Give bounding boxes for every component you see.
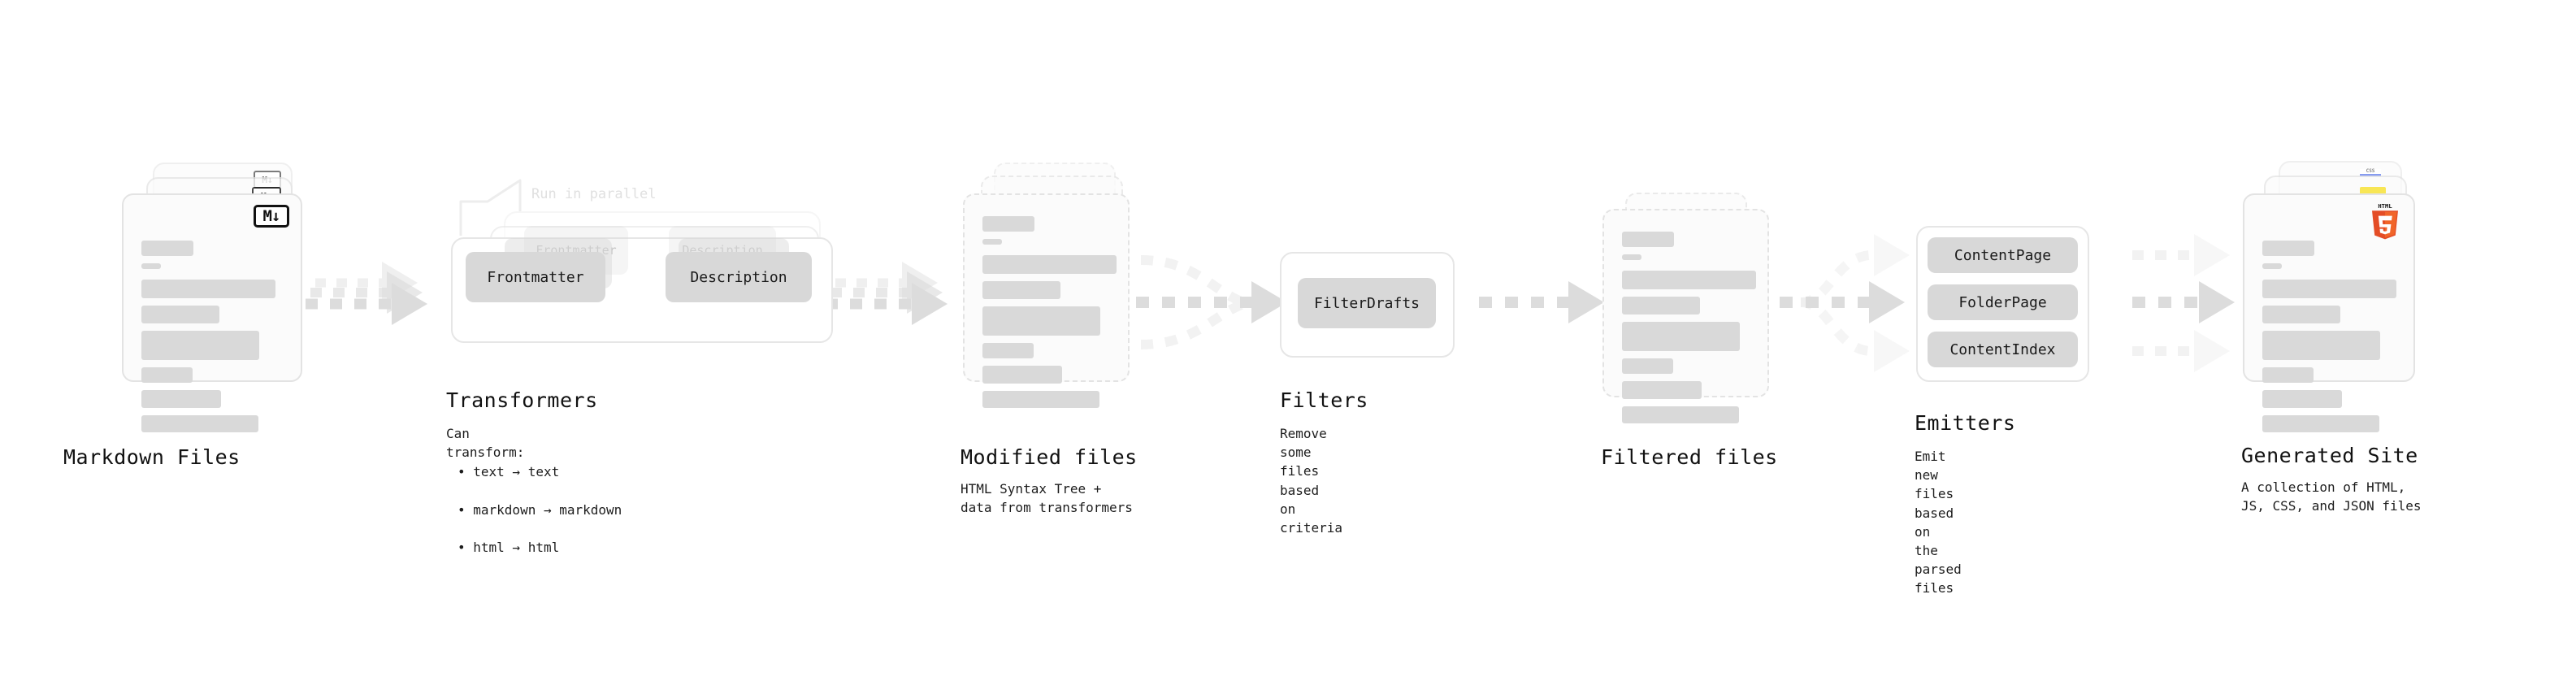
generated-site-stack: CSS HTML	[2243, 161, 2454, 432]
arrow-modified-to-filters-main	[1136, 281, 1287, 323]
filtered-skeleton-lines	[1622, 232, 1756, 431]
arrow-filtered-to-emitters-top	[1800, 234, 1910, 307]
arrow-transformers-to-modified-3	[826, 283, 948, 325]
stage-modified-files: Modified files HTML Syntax Tree + data f…	[961, 163, 1150, 515]
markdown-skeleton-lines	[141, 241, 284, 440]
stage-generated-site: CSS HTML	[2241, 161, 2454, 514]
markdown-file-front: M↓	[122, 193, 302, 432]
chip-contentindex[interactable]: ContentIndex	[1928, 332, 2078, 367]
arrow-filtered-to-emitters-main	[1780, 281, 1905, 323]
stage-title-filters: Filters	[1280, 388, 1368, 412]
generated-file-front: HTML	[2243, 193, 2415, 432]
stage-subtitle-modified-files: HTML Syntax Tree + data from transformer…	[961, 481, 1133, 516]
stage-title-transformers: Transformers	[446, 388, 598, 412]
stage-title-markdown-files: Markdown Files	[63, 445, 241, 469]
stage-subtitle-filters: Remove some files based on criteria	[1280, 426, 1343, 536]
stage-subtitle-emitters: Emit new files based on the parsed files	[1915, 449, 1962, 596]
run-in-parallel-label: Run in parallel	[531, 186, 657, 202]
css-badge: CSS	[2360, 169, 2381, 176]
arrow-transformers-to-modified	[835, 262, 938, 304]
stage-title-filtered-files: Filtered files	[1601, 445, 1778, 469]
arrow-transformers-to-modified-2	[830, 271, 943, 314]
modified-file-stack	[963, 163, 1150, 431]
transformers-bullet-list: • text → text • markdown → markdown • ht…	[458, 444, 622, 575]
transformer-bullet-text: • text → text	[458, 464, 560, 480]
svg-text:HTML: HTML	[2378, 202, 2392, 210]
chip-description[interactable]: Description	[666, 252, 812, 302]
stage-subtitle-generated-site: A collection of HTML, JS, CSS, and JSON …	[2241, 479, 2422, 514]
arrow-filtered-to-emitters-bottom	[1800, 297, 1910, 372]
chip-frontmatter[interactable]: Frontmatter	[466, 252, 605, 302]
css-badge-underline	[2360, 174, 2381, 176]
markdown-badge: M↓	[254, 205, 289, 228]
filtered-file-stack	[1602, 175, 1789, 443]
chip-filterdrafts[interactable]: FilterDrafts	[1298, 278, 1436, 328]
transformer-bullet-markdown: • markdown → markdown	[458, 501, 622, 518]
modified-file-front	[963, 193, 1130, 408]
filtered-file-front	[1602, 209, 1769, 423]
chip-folderpage[interactable]: FolderPage	[1928, 284, 2078, 320]
arrow-filters-to-filtered	[1479, 281, 1604, 323]
generated-skeleton-lines	[2262, 241, 2397, 440]
html5-badge: HTML	[2372, 202, 2398, 240]
stage-title-generated-site: Generated Site	[2241, 444, 2418, 467]
stage-title-modified-files: Modified files	[961, 445, 1138, 469]
arrow-emitters-to-site-bottom	[2132, 330, 2230, 372]
css-badge-label: CSS	[2366, 168, 2375, 174]
arrow-emitters-to-site-top	[2132, 234, 2230, 276]
stage-markdown-files: M↓ M↓ M↓ Markdown Files	[63, 163, 333, 469]
markdown-file-stack: M↓ M↓ M↓	[122, 163, 333, 432]
arrow-emitters-to-site-main	[2132, 281, 2235, 323]
chip-contentpage[interactable]: ContentPage	[1928, 237, 2078, 273]
arrow-modified-to-filters	[1140, 255, 1246, 349]
stage-title-emitters: Emitters	[1915, 411, 2016, 435]
stage-filtered-files: Filtered files	[1601, 175, 1789, 469]
modified-skeleton-lines	[982, 216, 1117, 415]
transformer-bullet-html: • html → html	[458, 539, 560, 555]
stage-subtitle-transformers: Can transform:	[446, 426, 525, 461]
